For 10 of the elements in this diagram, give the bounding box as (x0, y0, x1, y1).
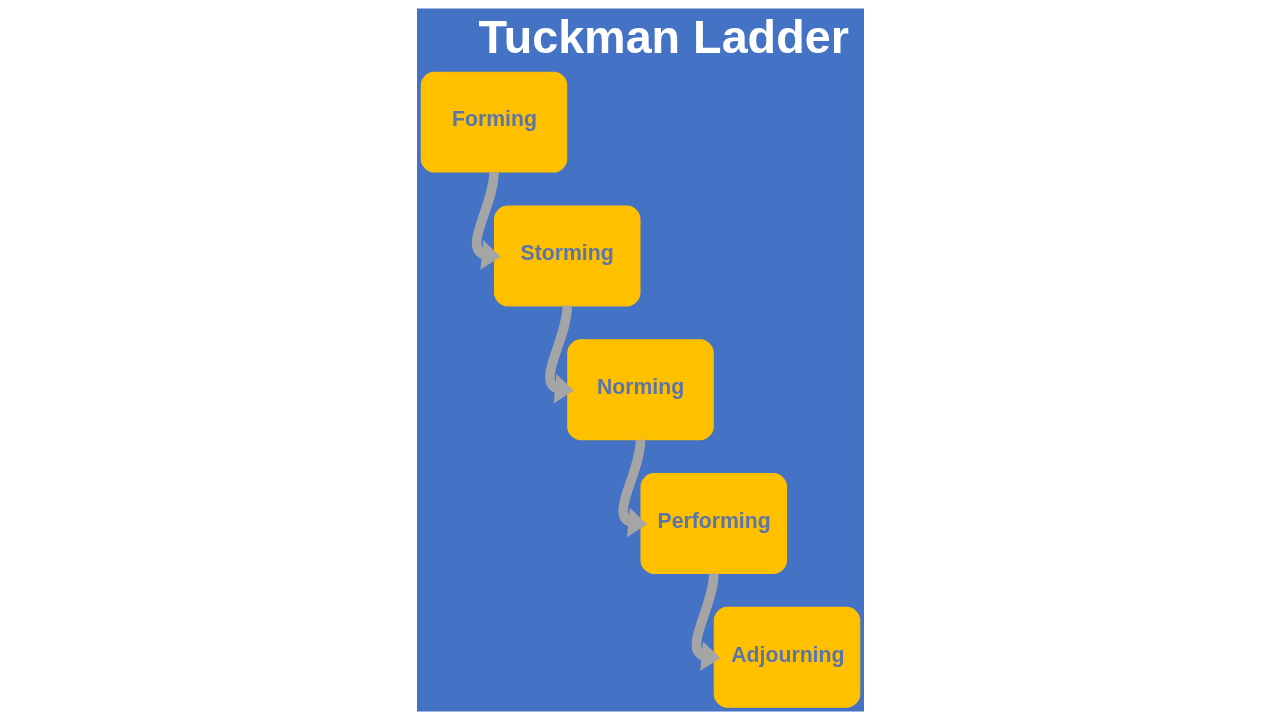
node-box: Adjourning (713, 606, 860, 708)
arrow (618, 439, 647, 538)
node-box: Storming (493, 205, 640, 307)
arrow (471, 171, 501, 270)
arrow (691, 573, 720, 672)
node-box: Forming (420, 71, 567, 173)
diagram-title: Tuckman Ladder (478, 11, 849, 64)
node-box: Norming (566, 339, 714, 441)
node-box: Performing (640, 473, 787, 574)
arrow (544, 305, 574, 404)
